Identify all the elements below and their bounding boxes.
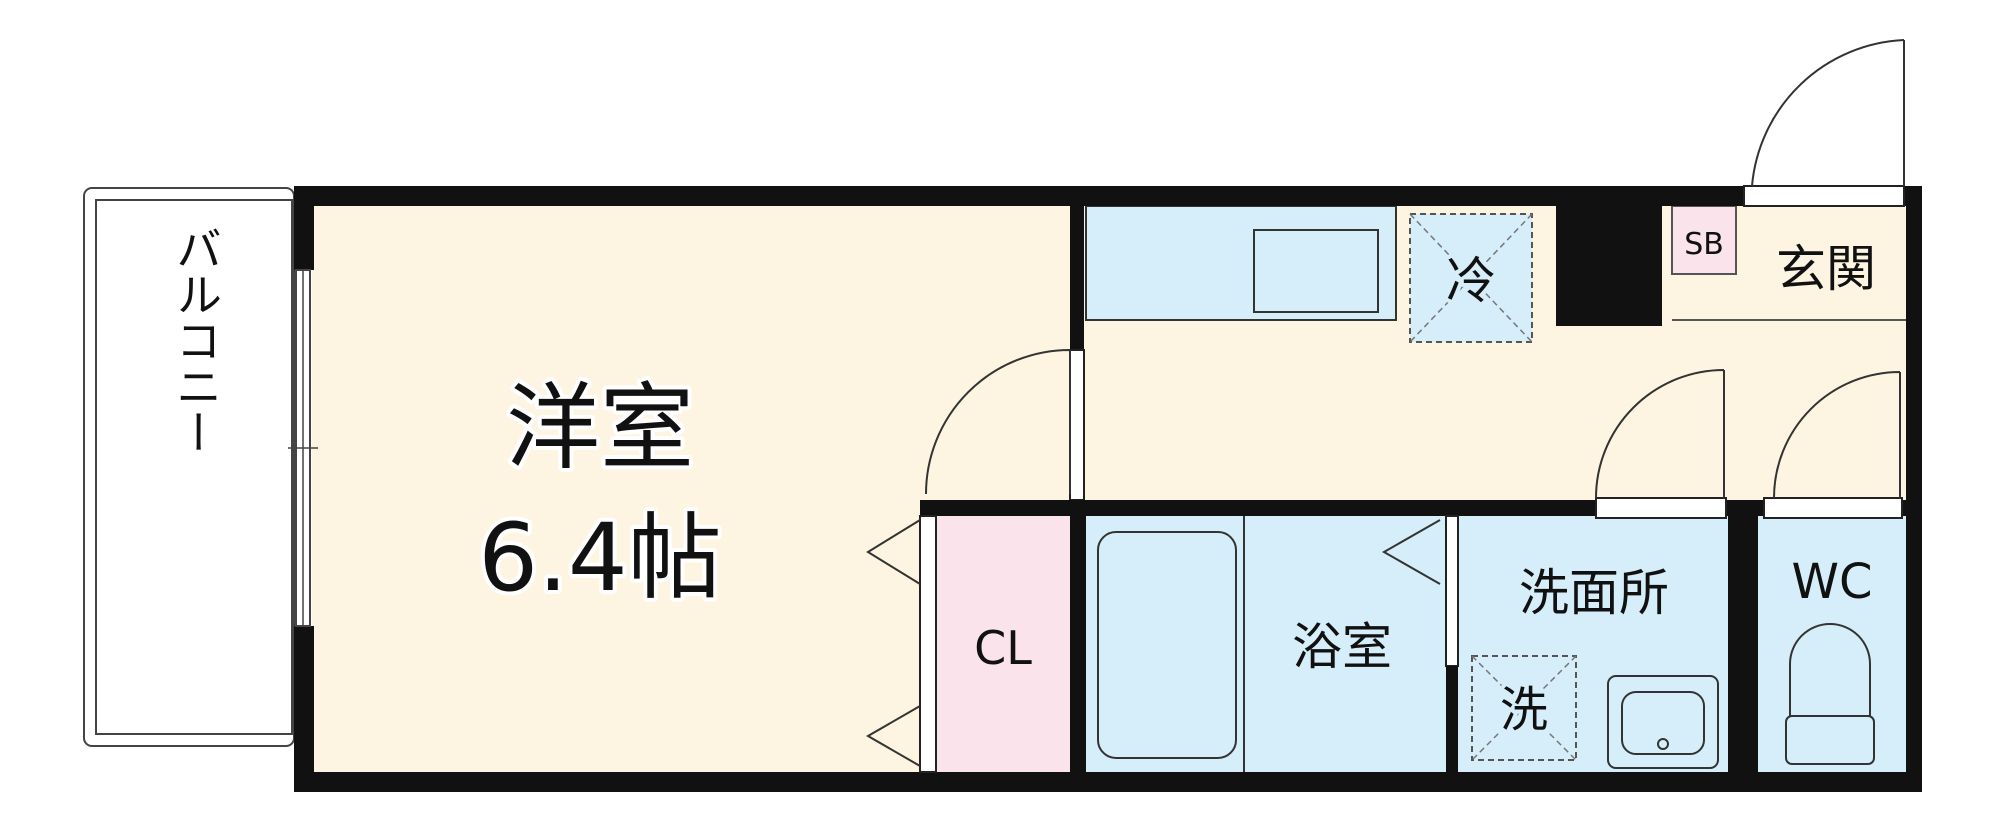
washbasin bbox=[1607, 675, 1719, 769]
closet-floor bbox=[936, 516, 1070, 772]
door-bathroom bbox=[1381, 519, 1441, 585]
door-western-room bbox=[925, 349, 1071, 495]
wall-bath-wash bbox=[1445, 515, 1459, 667]
washer-cross-b bbox=[1471, 655, 1577, 761]
wall-entrance-pillar bbox=[1556, 206, 1662, 326]
toilet-bowl bbox=[1789, 623, 1871, 717]
wall-bath-wash-lower bbox=[1446, 666, 1458, 772]
western-room-label: 洋室 bbox=[506, 374, 694, 483]
kitchen-sink bbox=[1253, 229, 1379, 313]
door-gap-washroom bbox=[1595, 497, 1727, 519]
wall-closet-left bbox=[919, 515, 937, 773]
washer-label: 洗 bbox=[1500, 682, 1548, 738]
door-entrance bbox=[1751, 39, 1905, 187]
western-room-size: 6.4帖 bbox=[478, 504, 722, 613]
wall-top bbox=[294, 186, 1920, 206]
wall-kitchen-divider-top bbox=[1070, 200, 1084, 350]
wall-left-upper bbox=[294, 186, 314, 270]
bathroom-label: 浴室 bbox=[1292, 618, 1392, 676]
wall-left-lower bbox=[294, 626, 314, 792]
door-gap-toilet bbox=[1763, 497, 1903, 519]
wall-wash-toilet bbox=[1728, 516, 1758, 772]
fridge-label: 冷 bbox=[1446, 252, 1496, 310]
balcony-outline-inner bbox=[95, 199, 293, 735]
door-closet-lower bbox=[865, 705, 921, 767]
entrance-label: 玄関 bbox=[1776, 240, 1876, 298]
balcony-outline-outer bbox=[83, 187, 295, 747]
door-closet-upper bbox=[866, 519, 921, 585]
fridge-space bbox=[1409, 213, 1533, 343]
door-gap-entrance bbox=[1743, 185, 1905, 207]
washbasin-tap bbox=[1657, 738, 1669, 750]
bathtub bbox=[1097, 531, 1237, 759]
wall-closet-right bbox=[1070, 516, 1086, 772]
closet-label: CL bbox=[974, 621, 1032, 675]
door-washroom bbox=[1595, 369, 1725, 499]
wall-kitchen-divider-door bbox=[1069, 349, 1085, 501]
washroom-label: 洗面所 bbox=[1519, 564, 1669, 622]
washbasin-bowl bbox=[1621, 691, 1705, 755]
door-toilet bbox=[1773, 371, 1901, 499]
toilet-label: WC bbox=[1792, 554, 1873, 610]
toilet-tank bbox=[1785, 715, 1875, 765]
wall-bottom bbox=[294, 772, 1920, 792]
kitchen-counter bbox=[1085, 205, 1397, 321]
shoe-box-label: SB bbox=[1684, 227, 1724, 262]
wall-right bbox=[1906, 186, 1922, 792]
balcony-label: バルコニー bbox=[169, 225, 223, 455]
shoe-box bbox=[1671, 205, 1737, 275]
